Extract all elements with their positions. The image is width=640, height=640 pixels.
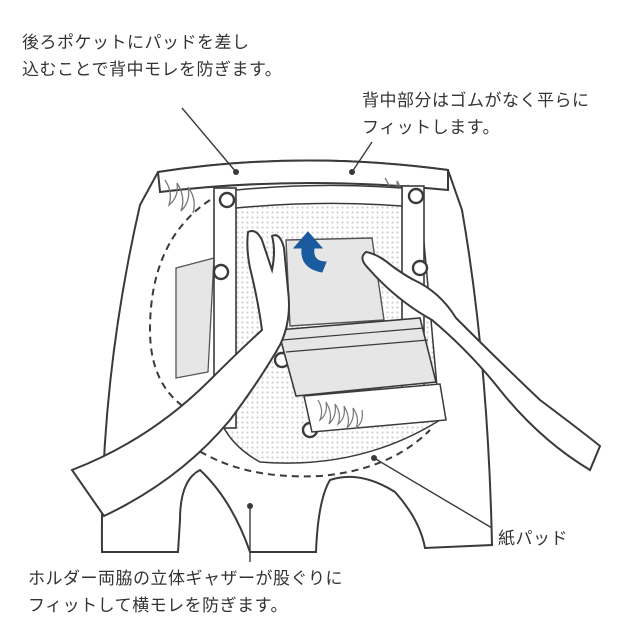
paper-pad-upper bbox=[285, 237, 385, 327]
caption-back-pocket-line2: 込むことで背中モレを防ぎます。 bbox=[22, 60, 283, 80]
caption-side-gather-line2: フィットして横モレを防ぎます。 bbox=[28, 596, 288, 616]
leader-pocket-dot bbox=[233, 169, 239, 175]
leader-back bbox=[351, 141, 373, 173]
caption-back-pocket-line1: 後ろポケットにパッドを差し bbox=[22, 33, 250, 53]
leader-pad bbox=[373, 457, 493, 529]
caption-back-flat-line2: フィットします。 bbox=[362, 118, 500, 138]
caption-paper-pad-text: 紙パッド bbox=[498, 529, 568, 549]
curved-up-arrow-icon bbox=[292, 231, 327, 273]
left-gather-dashes bbox=[148, 199, 211, 421]
caption-side-gather: ホルダー両脇の立体ギャザーが股ぐりに フィットして横モレを防ぎます。 bbox=[28, 566, 343, 620]
left-hand bbox=[70, 230, 290, 518]
leader-pocket bbox=[181, 107, 237, 173]
leader-pad-dot bbox=[371, 455, 377, 461]
caption-back-flat-line1: 背中部分はゴムがなく平らに bbox=[362, 91, 590, 111]
caption-paper-pad: 紙パッド bbox=[498, 526, 568, 553]
pad-ruffles bbox=[317, 399, 363, 430]
right-hand bbox=[361, 250, 602, 472]
caption-side-gather-line1: ホルダー両脇の立体ギャザーが股ぐりに bbox=[28, 569, 343, 589]
pocket-top-band bbox=[235, 184, 403, 209]
left-pad-panel bbox=[175, 257, 215, 379]
caption-back-pocket: 後ろポケットにパッドを差し 込むことで背中モレを防ぎます。 bbox=[22, 30, 282, 84]
paper-pad-lower bbox=[276, 317, 438, 397]
waistband bbox=[156, 159, 449, 194]
leader-back-dot bbox=[349, 169, 355, 175]
bottom-gather-dashes bbox=[189, 429, 431, 478]
leader-gather-dot bbox=[247, 503, 253, 509]
caption-back-flat: 背中部分はゴムがなく平らに フィットします。 bbox=[362, 88, 590, 142]
waist-ruffles-left bbox=[164, 179, 195, 214]
pad-edge-lines bbox=[281, 327, 429, 353]
